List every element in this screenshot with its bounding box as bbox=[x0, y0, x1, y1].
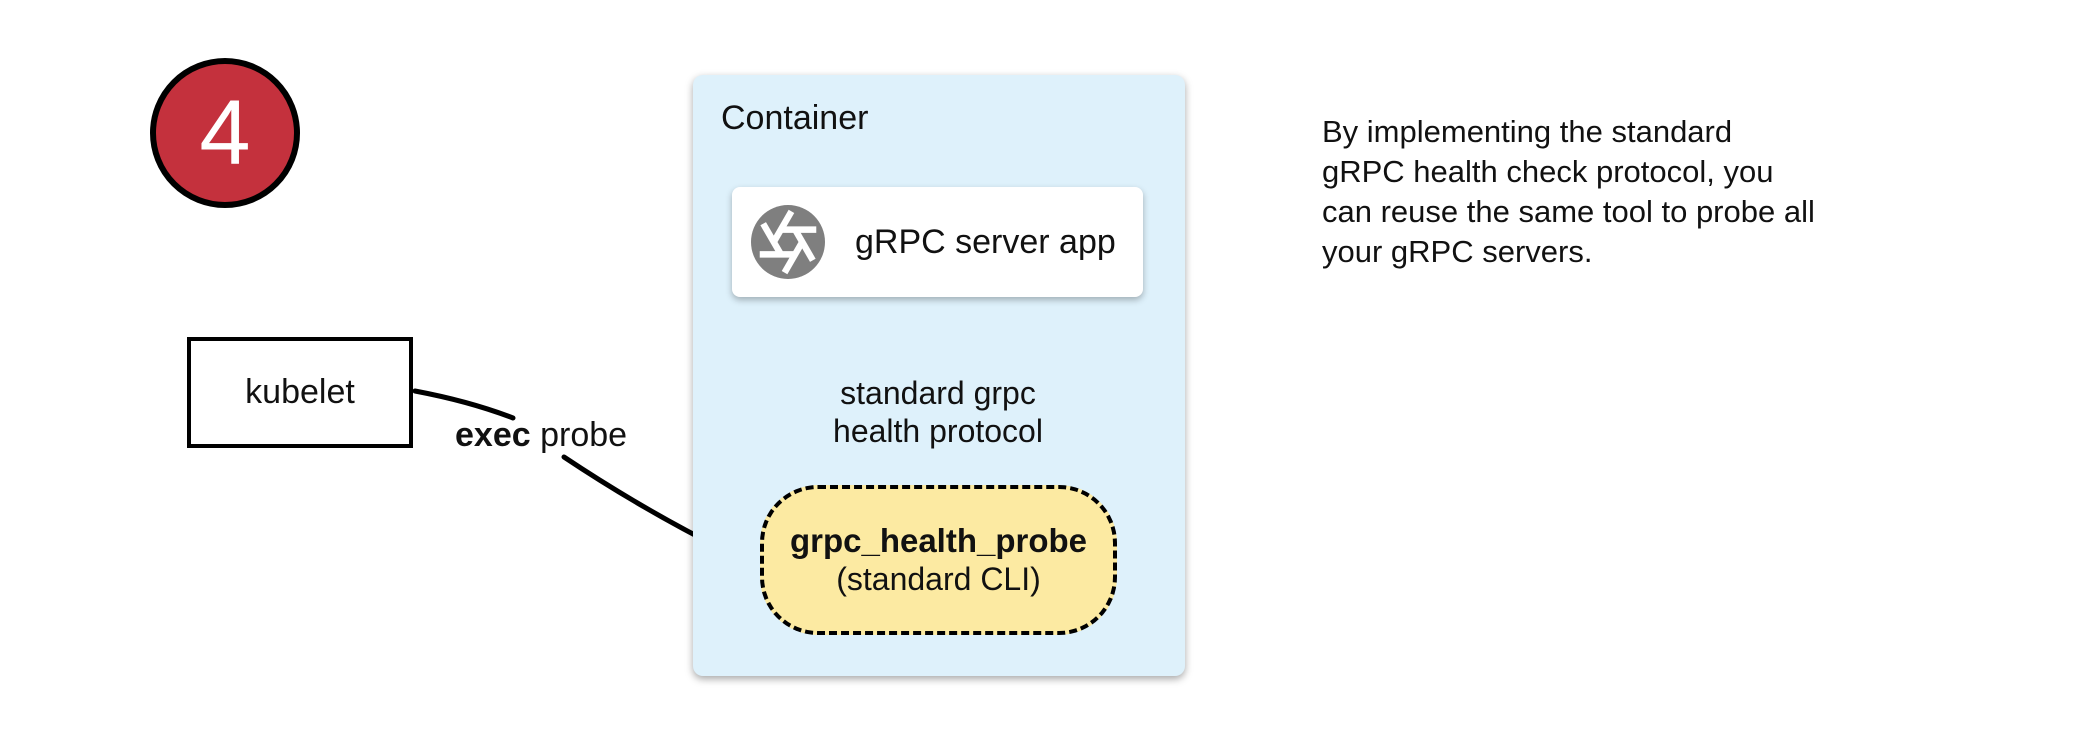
side-note-line3: can reuse the same tool to probe all bbox=[1322, 194, 1815, 229]
probe-title: grpc_health_probe bbox=[789, 522, 1088, 559]
step-number-badge: 4 bbox=[150, 58, 300, 208]
probe-subtitle: (standard CLI) bbox=[836, 561, 1041, 597]
kubelet-label: kubelet bbox=[245, 373, 355, 411]
side-note-line2: gRPC health check protocol, you bbox=[1322, 154, 1774, 189]
side-note: By implementing the standard gRPC health… bbox=[1322, 112, 1922, 272]
exec-label-bold: exec bbox=[455, 416, 531, 454]
protocol-label-line1: standard grpc bbox=[840, 375, 1036, 411]
aperture-icon bbox=[751, 205, 825, 279]
exec-probe-label: exec probe bbox=[455, 415, 627, 455]
grpc-server-node: gRPC server app bbox=[732, 187, 1143, 297]
protocol-arrow-label: standard grpc health protocol bbox=[788, 374, 1088, 450]
container-group: Container gRPC server app grpc_health_pr… bbox=[693, 75, 1185, 676]
exec-label-rest: probe bbox=[530, 416, 628, 454]
kubelet-node: kubelet bbox=[187, 337, 413, 448]
container-label: Container bbox=[721, 99, 869, 137]
side-note-line1: By implementing the standard bbox=[1322, 114, 1733, 149]
grpc-server-label: gRPC server app bbox=[855, 222, 1116, 261]
side-note-line4: your gRPC servers. bbox=[1322, 234, 1593, 269]
step-number: 4 bbox=[199, 82, 251, 184]
protocol-label-line2: health protocol bbox=[833, 413, 1043, 449]
grpc-health-probe-node: grpc_health_probe (standard CLI) bbox=[760, 485, 1117, 635]
